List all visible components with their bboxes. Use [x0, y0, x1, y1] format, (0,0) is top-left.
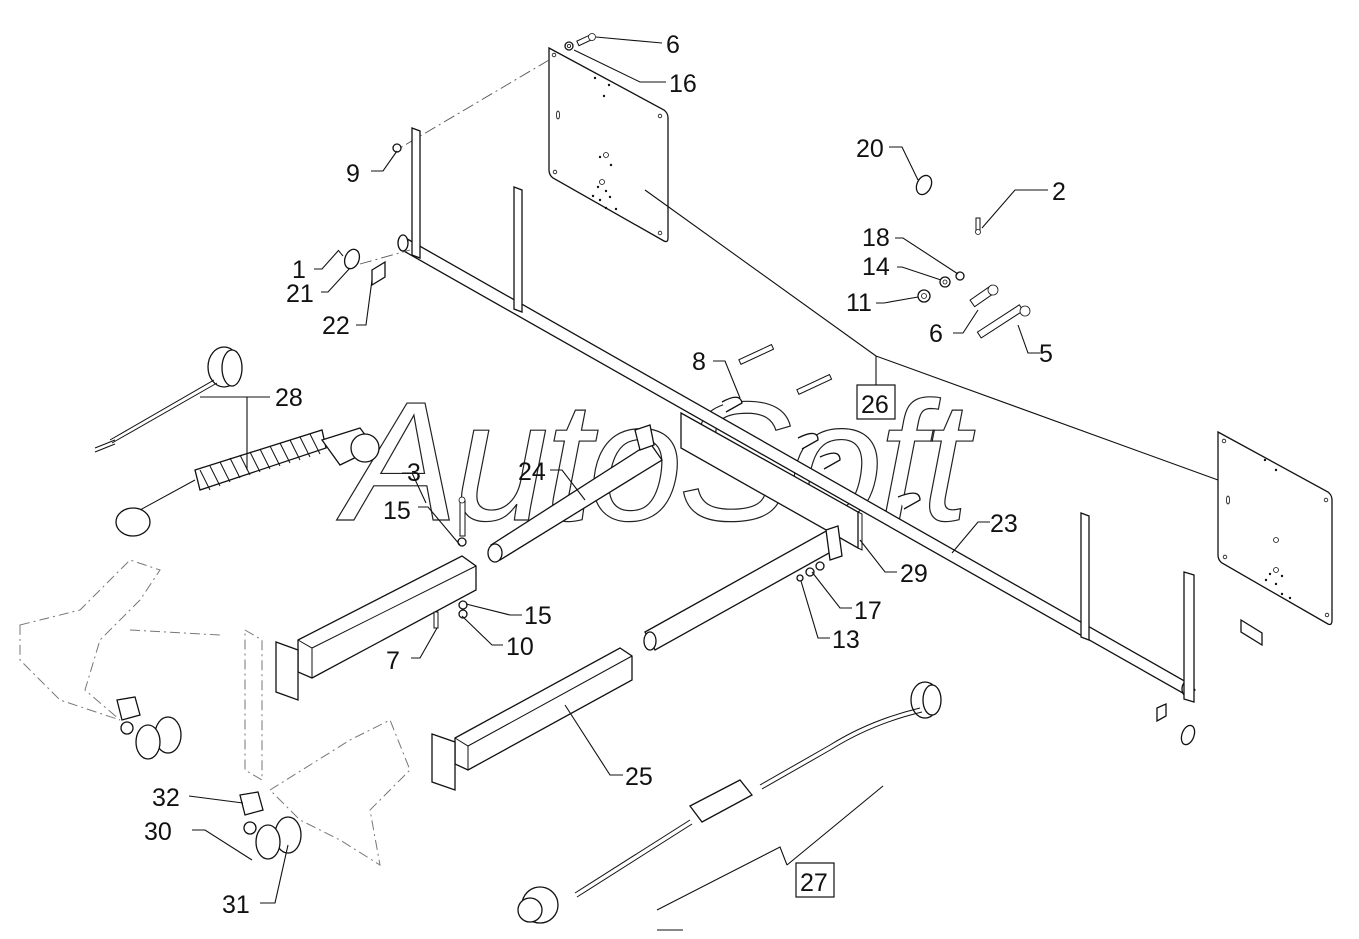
callout-6b: 6 — [929, 320, 943, 348]
callout-7: 7 — [386, 647, 400, 675]
square-arm-25 — [431, 647, 633, 791]
callout-30: 30 — [144, 818, 172, 846]
callout-24: 24 — [518, 458, 546, 486]
bolt-5-long — [976, 304, 1031, 339]
callout-5: 5 — [1039, 340, 1053, 368]
u-bolts — [721, 343, 921, 510]
screw-7 — [433, 611, 439, 629]
washers-18-14 — [939, 271, 965, 288]
callout-9: 9 — [346, 160, 360, 188]
coil-spring — [199, 433, 321, 491]
mounting-plate-right — [1217, 430, 1333, 626]
callout-32: 32 — [152, 784, 180, 812]
callout-labels: 6 16 9 20 2 18 14 11 6 5 1 21 22 28 8 26… — [144, 31, 1066, 919]
leader-lines — [188, 36, 1219, 911]
callout-14: 14 — [862, 253, 890, 281]
nut-10-washer-15 — [458, 600, 468, 619]
callout-13: 13 — [832, 626, 860, 654]
bracket-right — [1240, 618, 1263, 647]
reflector-21 — [337, 248, 411, 287]
mounting-plate-left — [548, 46, 669, 243]
hitch-ghost-outline — [19, 559, 411, 867]
reflector-20 — [915, 174, 933, 196]
square-arm-upper — [275, 555, 477, 701]
callout-25: 25 — [625, 763, 653, 791]
bolt-6-short — [969, 284, 999, 308]
wiring-harness-27 — [517, 681, 942, 924]
reflector-bracket-lower — [239, 791, 302, 860]
callout-3: 3 — [407, 459, 421, 487]
callout-15b: 15 — [524, 602, 552, 630]
callout-16: 16 — [669, 70, 697, 98]
callout-8: 8 — [692, 348, 706, 376]
mount-plate-29 — [680, 411, 863, 551]
callout-29: 29 — [900, 560, 928, 588]
nut-11 — [917, 289, 931, 303]
callout-2: 2 — [1052, 178, 1066, 206]
vertical-strap-1 — [411, 127, 421, 259]
callout-23: 23 — [990, 510, 1018, 538]
bolt-top — [564, 33, 596, 51]
callout-18: 18 — [862, 224, 890, 252]
tube-lower — [643, 525, 843, 651]
callout-28: 28 — [275, 384, 303, 412]
vertical-strap-4 — [1183, 571, 1195, 703]
callout-15a: 15 — [383, 497, 411, 525]
wiring-harness-28 — [94, 346, 380, 537]
vertical-strap-2 — [513, 186, 523, 313]
washers-13-17 — [796, 561, 825, 582]
callout-1: 1 — [292, 256, 306, 284]
callout-11: 11 — [846, 289, 872, 317]
callout-26-box — [856, 384, 896, 420]
callout-31: 31 — [222, 891, 250, 919]
callout-26: 26 — [861, 391, 889, 419]
tube-24 — [487, 424, 663, 563]
callout-6: 6 — [666, 31, 680, 59]
callout-21: 21 — [286, 280, 314, 308]
reflector-bracket-upper — [116, 696, 182, 760]
callout-27: 27 — [800, 869, 828, 897]
vertical-strap-3 — [1080, 512, 1090, 641]
nut-9 — [392, 143, 402, 153]
callout-10: 10 — [506, 633, 534, 661]
callout-22: 22 — [322, 312, 350, 340]
reflector-right — [1156, 702, 1196, 746]
callout-27-box — [795, 862, 835, 898]
callout-17: 17 — [854, 597, 882, 625]
screw-2 — [975, 217, 981, 235]
callout-20: 20 — [856, 135, 884, 163]
bolt-3 — [457, 496, 467, 547]
